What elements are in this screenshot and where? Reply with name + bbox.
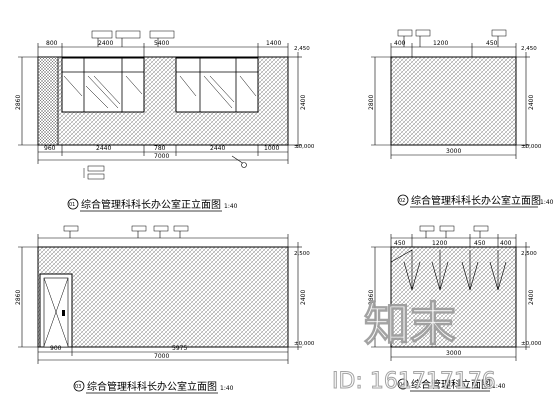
left-height: 2860	[368, 290, 375, 305]
bottom-dimension-line	[37, 145, 289, 165]
right-level-bottom: ±0,000	[294, 144, 315, 150]
drawing-number-circle	[397, 194, 409, 206]
side-column	[37, 56, 59, 146]
right-level-top: 2,500	[294, 251, 310, 257]
bottom-dimension-line	[18, 242, 302, 364]
bottom-dim-1: 900	[50, 345, 62, 352]
right-mid: 2400	[528, 290, 535, 305]
bottom-dim-1: 960	[44, 145, 56, 152]
leader-tags	[419, 225, 489, 232]
elevation-4: 450 1200 450 400 3000 2860 2400 2,500 ±0…	[368, 225, 542, 392]
right-mid: 2400	[300, 95, 307, 110]
right-level-top: 2,500	[521, 251, 537, 257]
right-mid: 2400	[300, 290, 307, 305]
drawing-scale: 1:40	[540, 199, 554, 206]
note-tags	[83, 165, 105, 180]
right-level-top: 2,450	[521, 46, 537, 52]
bottom-dim-4: 2440	[210, 145, 225, 152]
drawing-number: 03	[75, 384, 81, 390]
wall-panel	[37, 246, 289, 348]
top-dim-3: 450	[474, 240, 486, 247]
top-dim-3: 5400	[154, 40, 169, 47]
bottom-dim-5: 1000	[264, 145, 279, 152]
drawing-title: 综合管理科立面图	[411, 378, 491, 391]
door-handle	[62, 310, 65, 316]
overall-dim: 7000	[154, 353, 169, 360]
window-left	[61, 57, 145, 113]
top-dim-2: 1200	[432, 240, 447, 247]
drawing-scale: 1:40	[492, 383, 506, 390]
drawing-number-circle	[397, 378, 409, 390]
bottom-dimension-line	[371, 242, 530, 361]
section-marker	[241, 162, 247, 168]
window-right	[175, 57, 259, 113]
leader-tags	[63, 225, 189, 232]
elevation-2: 400 1200 450 3000 2800 2400 2,450 ±0,000…	[368, 29, 554, 208]
left-height: 2860	[15, 95, 22, 110]
bottom-dim-3: 780	[154, 145, 166, 152]
drawing-title: 综合管理科科长办公室正立面图	[81, 198, 221, 211]
bottom-dimension-line	[371, 52, 530, 159]
left-height: 2800	[368, 95, 375, 110]
top-dimension-line	[390, 32, 517, 57]
top-dim-1: 800	[46, 40, 58, 47]
leader-tags	[397, 29, 507, 37]
drawing-number-circle	[73, 380, 85, 392]
wall-panel	[390, 56, 517, 146]
top-dim-2: 1200	[433, 40, 448, 47]
drawing-scale: 1:40	[220, 385, 234, 392]
drawing-title: 综合管理科科长办公室立面图	[87, 380, 217, 393]
top-dim-3: 450	[486, 40, 498, 47]
drawing-number: 04	[399, 382, 405, 388]
top-dim-2: 2400	[98, 40, 113, 47]
door	[39, 273, 73, 348]
watermark-id: ID: 161717176	[332, 369, 496, 394]
drawing-title: 综合管理科科长办公室立面图	[411, 194, 541, 207]
right-level-top: 2,450	[294, 46, 310, 52]
top-dim-4: 1400	[266, 40, 281, 47]
drawing-number: 02	[399, 198, 405, 204]
right-level-bottom: ±0,000	[521, 144, 542, 150]
top-dim-1: 400	[394, 40, 406, 47]
overall-dim: 7000	[154, 153, 169, 160]
right-level-bottom: ±0,000	[294, 341, 315, 347]
watermark: 知末 ID: 161717176	[332, 297, 497, 395]
elevation-3: 900 5975 7000 2860 2400 2,500 ±0,000 03 …	[15, 225, 315, 394]
overall-dim: 3000	[446, 148, 461, 155]
drawing-scale: 1:40	[224, 203, 238, 210]
bottom-dim-2: 2440	[96, 145, 111, 152]
top-dim-1: 450	[394, 240, 406, 247]
overall-dim: 3000	[446, 350, 461, 357]
drawing-number-circle	[67, 198, 79, 210]
side-dimension-lines	[18, 52, 302, 148]
watermark-brand: 知末	[364, 297, 456, 351]
curtain-folds	[390, 249, 507, 291]
drawing-number: 01	[69, 202, 75, 208]
leader-tags	[91, 30, 175, 39]
bottom-dim-2: 5975	[172, 345, 187, 352]
top-dim-4: 400	[500, 240, 512, 247]
left-height: 2860	[15, 290, 22, 305]
right-level-bottom: ±0,000	[521, 341, 542, 347]
right-mid: 2400	[528, 95, 535, 110]
elevation-1: 800 2400 5400 1400 960 2440 780 2440 100…	[15, 30, 315, 212]
